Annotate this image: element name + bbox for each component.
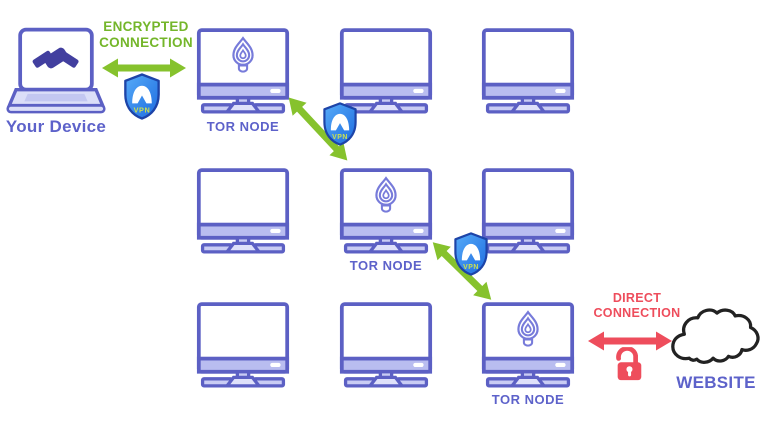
monitor-r3c1 — [196, 301, 290, 388]
monitor-r3c2 — [339, 301, 433, 388]
your-device-label: Your Device — [5, 117, 107, 136]
vpn-shield-icon-3: VPN — [452, 232, 490, 276]
monitor-tor-node-2 — [339, 167, 433, 254]
monitor-r2c3 — [481, 167, 575, 254]
encrypted-connection-label: ENCRYPTED CONNECTION — [99, 19, 193, 50]
laptop-icon — [6, 27, 106, 114]
vpn-badge-label-1: VPN — [134, 106, 151, 115]
tor-node-label-2: TOR NODE — [349, 258, 423, 273]
tor-hop-arrow-1 — [288, 97, 348, 161]
tor-hop-arrow-2 — [432, 242, 492, 300]
monitor-r2c1 — [196, 167, 290, 254]
website-cloud-icon — [668, 306, 764, 372]
direct-connection-arrow — [588, 331, 672, 351]
open-padlock-icon — [612, 347, 646, 385]
vpn-shield-icon-2: VPN — [321, 102, 359, 146]
direct-connection-label: DIRECT CONNECTION — [593, 291, 681, 320]
vpn-badge-label-3: VPN — [463, 264, 479, 271]
tor-node-label-3: TOR NODE — [491, 392, 565, 407]
monitor-r1c3 — [481, 27, 575, 114]
monitor-r1c2 — [339, 27, 433, 114]
monitor-tor-node-1 — [196, 27, 290, 114]
tor-node-label-1: TOR NODE — [206, 119, 280, 134]
encrypted-connection-arrow — [102, 58, 186, 78]
vpn-badge-label-2: VPN — [332, 134, 348, 141]
vpn-shield-icon-1: VPN — [121, 73, 163, 120]
monitor-tor-node-3 — [481, 301, 575, 388]
website-label: WEBSITE — [676, 373, 756, 392]
